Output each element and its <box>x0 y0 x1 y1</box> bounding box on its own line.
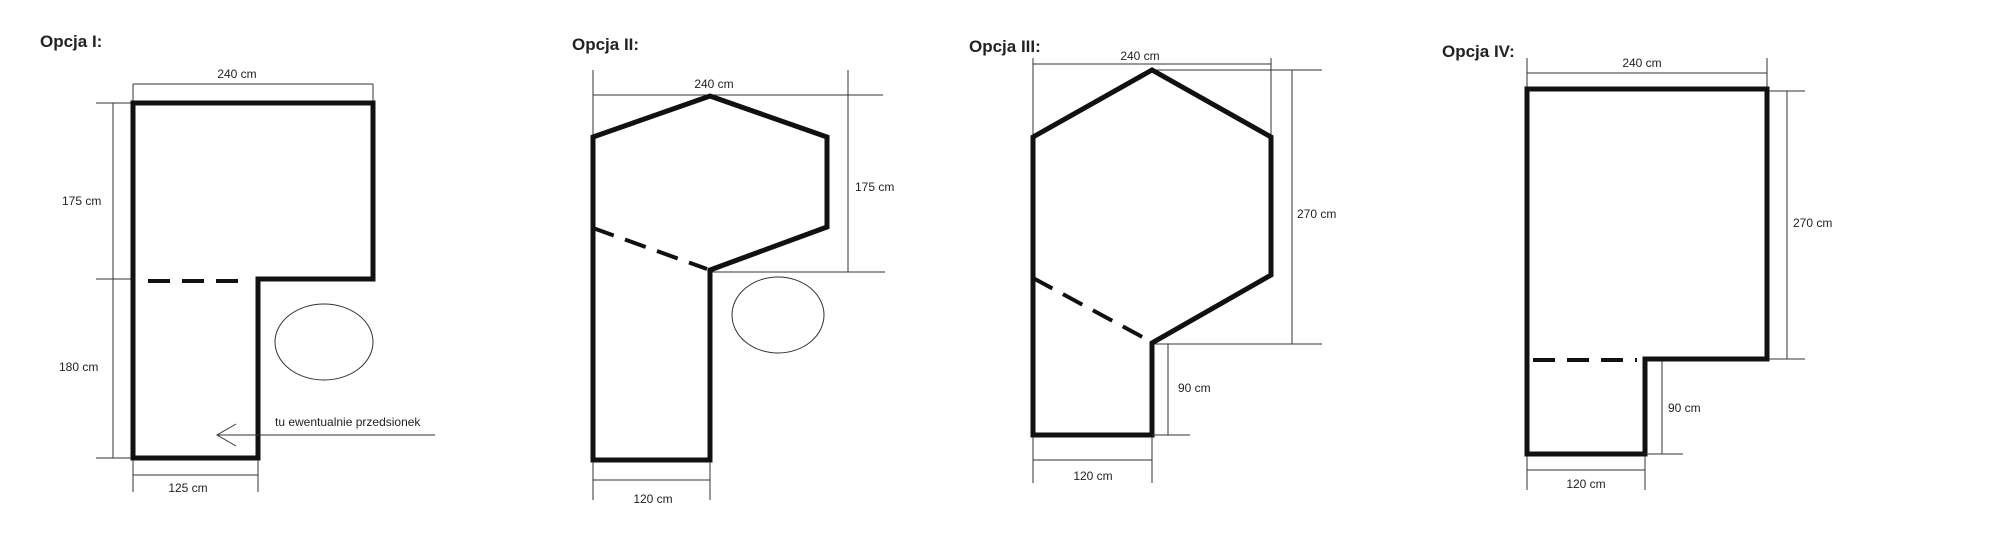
option-4-title: Opcja IV: <box>1442 42 1515 61</box>
option-2-room-outline <box>590 93 830 463</box>
option-3-bottom-dim-label: 120 cm <box>1073 469 1112 483</box>
option-4-top-dim-label: 240 cm <box>1622 56 1661 70</box>
option-3-divider-dashed <box>1032 276 1149 342</box>
option-1-annotation-arrowhead <box>216 423 237 447</box>
option-1-room-outline <box>130 100 376 461</box>
option-3-top-dim-label: 240 cm <box>1120 49 1159 63</box>
option-2: Opcja II: 240 cm 175 cm 120 cm <box>572 35 894 506</box>
option-1-annotation-text: tu ewentualnie przedsionek <box>275 415 421 429</box>
option-1-top-dim-label: 240 cm <box>217 67 256 81</box>
option-3-lower-dim-label: 90 cm <box>1178 381 1211 395</box>
option-4: Opcja IV: 240 cm 270 cm 90 cm 120 cm <box>1442 42 1832 491</box>
option-4-right-dim-label: 270 cm <box>1793 216 1832 230</box>
option-3-title: Opcja III: <box>969 37 1041 56</box>
option-3-room-outline <box>1030 67 1274 438</box>
option-3-right-dim-label: 270 cm <box>1297 207 1336 221</box>
option-2-divider-dashed <box>592 226 708 271</box>
option-1-title: Opcja I: <box>40 32 102 51</box>
option-2-right-dim-label: 175 cm <box>855 180 894 194</box>
option-4-room-outline <box>1524 86 1770 457</box>
option-1: Opcja I: 240 cm 175 cm 180 cm tu ewentua… <box>40 32 435 495</box>
option-1-left-upper-dim-label: 175 cm <box>62 194 101 208</box>
option-2-bottom-dim-label: 120 cm <box>633 492 672 506</box>
option-2-top-dim-label: 240 cm <box>694 77 733 91</box>
option-1-left-lower-dim-label: 180 cm <box>59 360 98 374</box>
option-3: Opcja III: 240 cm 270 cm 90 cm 120 cm <box>969 37 1336 483</box>
option-1-bottom-dim-label: 125 cm <box>168 481 207 495</box>
option-1-ellipse <box>274 303 374 381</box>
option-2-ellipse <box>731 276 825 354</box>
option-4-bottom-dim-label: 120 cm <box>1566 477 1605 491</box>
option-4-lower-dim-label: 90 cm <box>1668 401 1701 415</box>
option-2-title: Opcja II: <box>572 35 639 54</box>
